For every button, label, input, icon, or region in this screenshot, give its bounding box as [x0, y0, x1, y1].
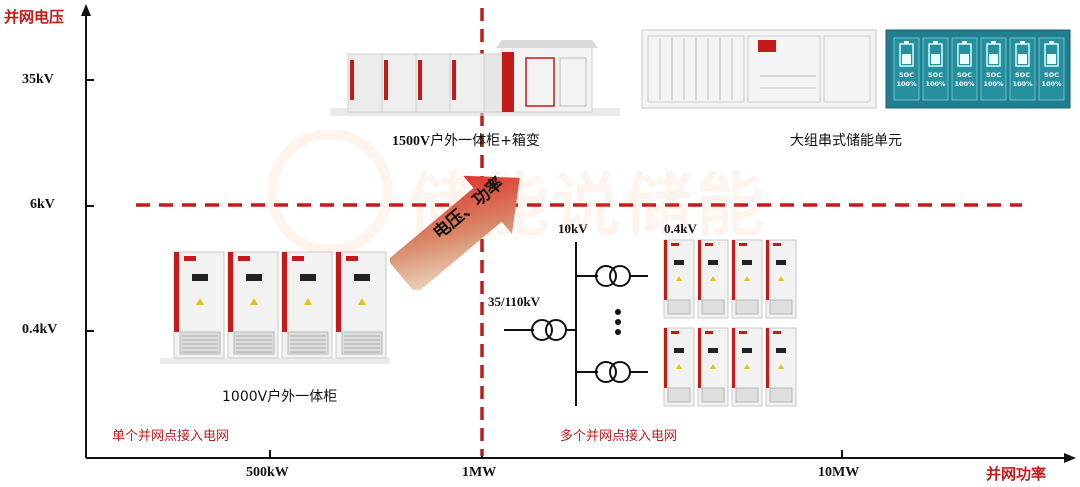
caption-cabinet-transformer: 1500V户外一体柜+箱变 — [392, 130, 540, 150]
small-cabinet — [697, 239, 729, 319]
logo-badge — [346, 256, 358, 261]
outdoor-cabinet-image — [160, 251, 390, 364]
caption-text: 户外一体柜+箱变 — [430, 133, 540, 149]
battery-percent-label: 100% — [1041, 80, 1062, 88]
ellipsis-dots — [615, 309, 621, 335]
cabinet-row — [173, 251, 387, 359]
warning-icon — [358, 298, 366, 305]
cabinet — [227, 251, 279, 359]
warning-icon — [710, 276, 716, 281]
x-axis — [86, 450, 1076, 463]
y-tick-label: 35kV — [22, 72, 54, 87]
y-tick-label: 6kV — [30, 197, 55, 212]
warning-icon — [710, 364, 716, 369]
warning-icon — [744, 364, 750, 369]
small-cabinet-rows — [663, 239, 797, 407]
y-axis — [81, 4, 94, 458]
single-line-diagram — [504, 242, 648, 406]
logo-badge — [238, 256, 250, 261]
battery-soc-label: SOC — [1015, 71, 1030, 79]
small-cabinet — [731, 239, 763, 319]
battery-percent-label: 100% — [954, 80, 975, 88]
warning-icon — [304, 298, 312, 305]
logo-badge — [184, 256, 196, 261]
caption-series-unit: 大组串式储能单元 — [790, 133, 902, 149]
caption-voltage: 1500V — [392, 134, 431, 149]
caption-outdoor-cabinet: 1000V户外一体柜 — [222, 389, 338, 405]
battery-modules: SOC100%SOC100%SOC100%SOC100%SOC100%SOC10… — [893, 37, 1065, 101]
small-cabinet — [663, 327, 695, 407]
trend-arrow — [390, 175, 520, 290]
cabinet — [173, 251, 225, 359]
warning-icon — [744, 276, 750, 281]
battery-percent-label: 100% — [896, 80, 917, 88]
warning-icon — [196, 298, 204, 305]
label-lv: 0.4kV — [664, 221, 697, 236]
cabinet — [335, 251, 387, 359]
battery-soc-label: SOC — [899, 71, 914, 79]
small-cabinet — [765, 239, 797, 319]
label-hv: 35/110kV — [488, 294, 541, 309]
y-tick-label: 0.4kV — [22, 322, 58, 337]
battery-soc-label: SOC — [957, 71, 972, 79]
warning-icon — [778, 276, 784, 281]
warning-icon — [778, 364, 784, 369]
small-cabinet — [697, 327, 729, 407]
x-tick-label: 1MW — [462, 465, 497, 480]
x-tick-label: 10MW — [818, 465, 860, 480]
watermark-logo-icon — [268, 130, 393, 255]
small-cabinet — [731, 327, 763, 407]
label-mv: 10kV — [558, 221, 588, 236]
battery-soc-label: SOC — [928, 71, 943, 79]
warning-icon — [250, 298, 258, 305]
battery-soc-label: SOC — [1044, 71, 1059, 79]
battery-percent-label: 100% — [1012, 80, 1033, 88]
small-cabinet-array — [663, 239, 797, 407]
small-cabinet — [765, 327, 797, 407]
battery-percent-label: 100% — [983, 80, 1004, 88]
x-axis-title: 并网功率 — [986, 465, 1047, 483]
warning-icon — [676, 276, 682, 281]
cabinet-transformer-image — [330, 40, 620, 116]
battery-soc-label: SOC — [986, 71, 1001, 79]
region-single-point: 单个并网点接入电网 — [112, 429, 230, 444]
series-storage-container-open — [641, 29, 877, 109]
x-tick-label: 500kW — [246, 465, 289, 480]
logo-badge — [292, 256, 304, 261]
series-storage-container-teal: SOC100%SOC100%SOC100%SOC100%SOC100%SOC10… — [885, 29, 1071, 109]
y-axis-title: 并网电压 — [4, 8, 65, 26]
region-multi-point: 多个并网点接入电网 — [560, 429, 678, 444]
small-cabinet — [663, 239, 695, 319]
battery-percent-label: 100% — [925, 80, 946, 88]
cabinet — [281, 251, 333, 359]
warning-icon — [676, 364, 682, 369]
